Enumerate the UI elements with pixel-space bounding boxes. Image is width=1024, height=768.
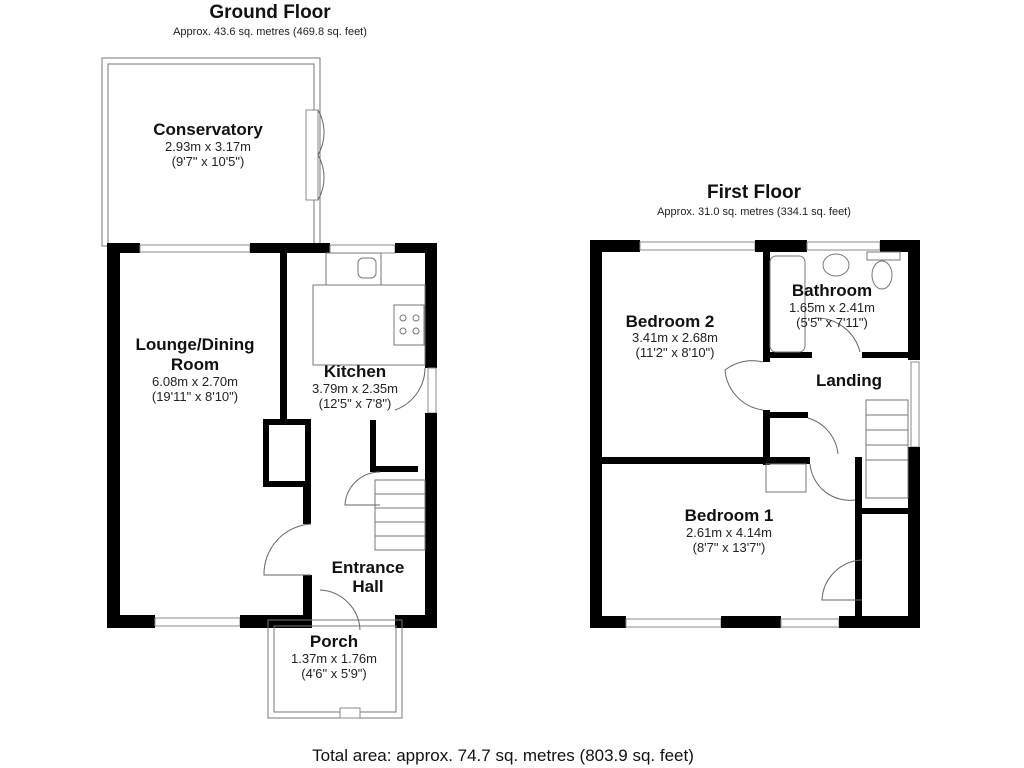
room-name-porch: Porch xyxy=(310,632,358,651)
room-imperial-bedroom-1: (8'7" x 13'7") xyxy=(693,540,766,555)
first-floor-plan xyxy=(590,240,920,628)
room-imperial-lounge: (19'11" x 8'10") xyxy=(152,389,238,404)
ground-floor-area: Approx. 43.6 sq. metres (469.8 sq. feet) xyxy=(173,26,367,38)
room-metric-bedroom-2: 3.41m x 2.68m xyxy=(632,330,718,345)
room-metric-lounge: 6.08m x 2.70m xyxy=(152,374,238,389)
ground-floor-title: Ground Floor xyxy=(209,2,331,23)
room-name-bathroom: Bathroom xyxy=(792,281,872,300)
room-name-bedroom-2: Bedroom 2 xyxy=(626,312,715,331)
room-metric-conservatory: 2.93m x 3.17m xyxy=(165,139,251,154)
room-name-kitchen: Kitchen xyxy=(324,362,386,381)
room-name-lounge-line2: Room xyxy=(171,355,219,374)
total-area: Total area: approx. 74.7 sq. metres (803… xyxy=(312,746,694,765)
room-name-bedroom-1: Bedroom 1 xyxy=(685,506,774,525)
room-metric-bedroom-1: 2.61m x 4.14m xyxy=(686,525,772,540)
first-floor-title: First Floor xyxy=(707,182,802,203)
room-name-conservatory: Conservatory xyxy=(153,120,263,139)
first-floor-area: Approx. 31.0 sq. metres (334.1 sq. feet) xyxy=(657,206,851,218)
room-name-hall-line1: Entrance xyxy=(332,558,405,577)
room-name-hall-line2: Hall xyxy=(352,577,383,596)
room-imperial-bedroom-2: (11'2" x 8'10") xyxy=(636,345,715,360)
room-imperial-porch: (4'6" x 5'9") xyxy=(301,666,367,681)
ground-floor-plan xyxy=(101,57,437,719)
room-metric-kitchen: 3.79m x 2.35m xyxy=(312,381,398,396)
room-imperial-kitchen: (12'5" x 7'8") xyxy=(319,396,392,411)
room-name-lounge-line1: Lounge/Dining xyxy=(136,335,255,354)
room-name-landing: Landing xyxy=(816,371,882,390)
room-imperial-conservatory: (9'7" x 10'5") xyxy=(172,154,245,169)
room-metric-porch: 1.37m x 1.76m xyxy=(291,651,377,666)
room-metric-bathroom: 1.65m x 2.41m xyxy=(789,300,875,315)
room-imperial-bathroom: (5'5" x 7'11") xyxy=(796,315,868,330)
